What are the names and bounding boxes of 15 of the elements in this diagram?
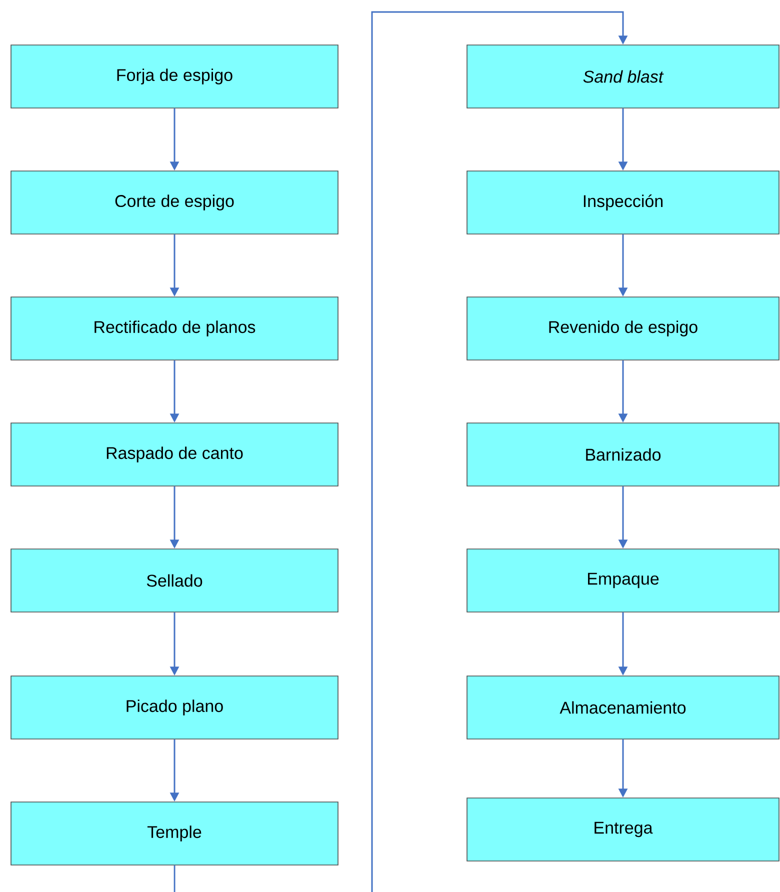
process-box: Empaque bbox=[466, 548, 780, 612]
process-box: Entrega bbox=[466, 798, 780, 862]
process-box: Rectificado de planos bbox=[10, 296, 338, 360]
arrow bbox=[174, 11, 628, 892]
process-box: Picado plano bbox=[10, 676, 338, 740]
process-box: Sand blast bbox=[466, 44, 780, 108]
process-box: Sellado bbox=[10, 548, 338, 612]
process-box: Almacenamiento bbox=[466, 676, 780, 740]
process-box: Inspección bbox=[466, 170, 780, 234]
process-box: Raspado de canto bbox=[10, 422, 338, 486]
process-box: Revenido de espigo bbox=[466, 296, 780, 360]
process-box: Temple bbox=[10, 802, 338, 866]
process-box: Corte de espigo bbox=[10, 170, 338, 234]
process-box: Barnizado bbox=[466, 422, 780, 486]
process-box: Forja de espigo bbox=[10, 44, 338, 108]
